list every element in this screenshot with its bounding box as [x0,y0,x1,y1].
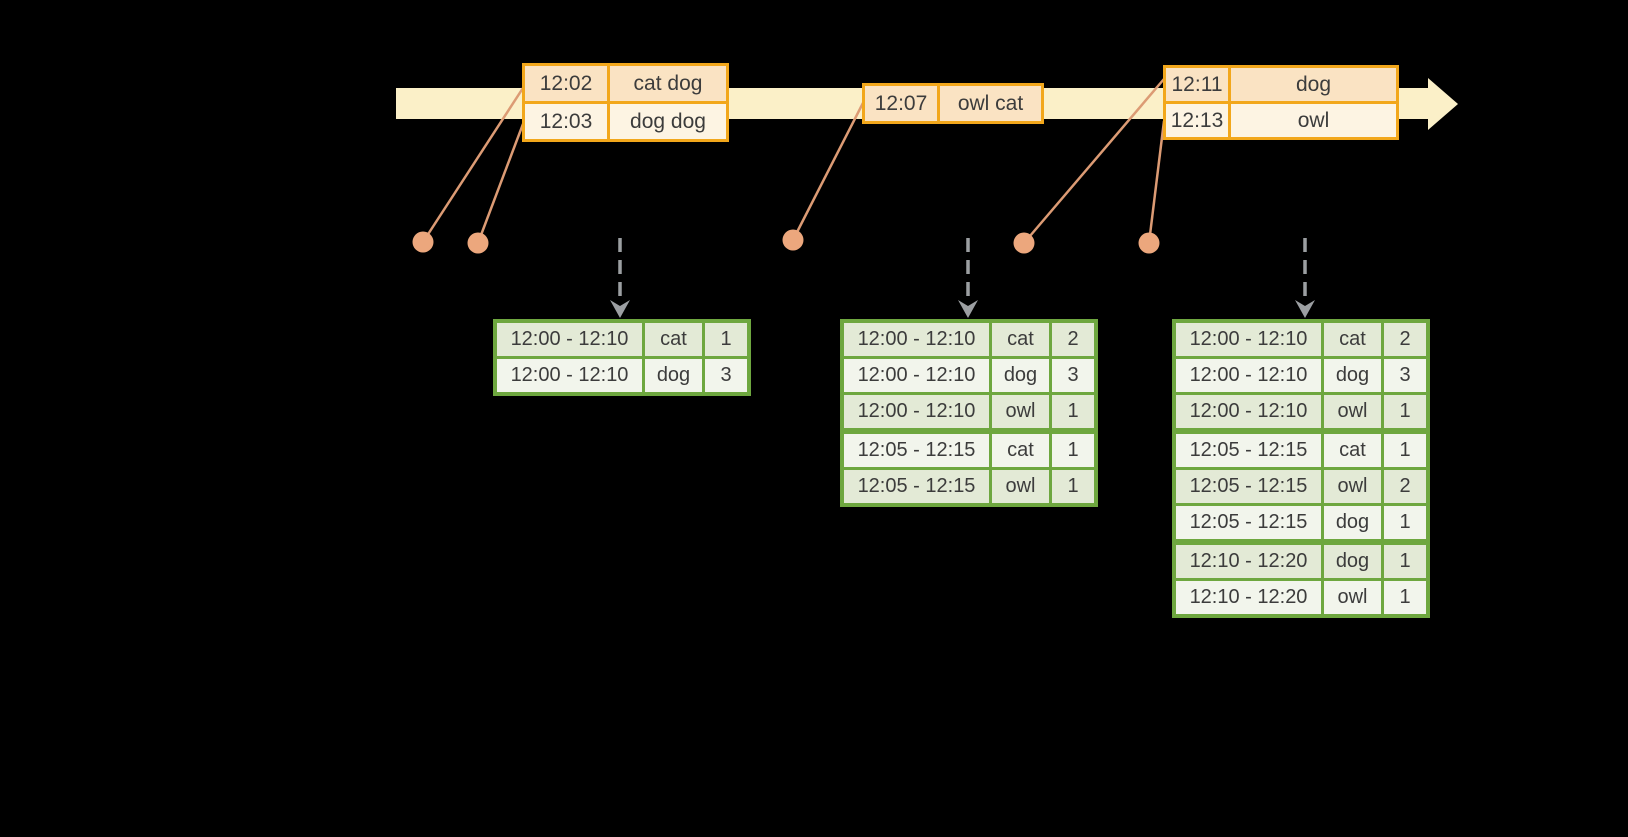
event-callout-line [1147,120,1166,244]
window-cell: 12:05 - 12:15 [1176,470,1324,503]
event-row: 12:03 dog dog [525,101,726,139]
window-cell: 12:05 - 12:15 [1176,434,1324,467]
window-cell: 12:05 - 12:15 [1176,506,1324,539]
count-cell: 1 [1067,439,1079,461]
event-time-cell: 12:03 [525,104,610,139]
count-cell: 1 [1399,511,1411,533]
event-words-cell: cat dog [633,72,703,95]
window-cell: 12:00 - 12:10 [844,323,992,356]
count-cell: 1 [1399,550,1411,572]
count-cell: 2 [1399,475,1411,497]
event-row: 12:13 owl [1166,101,1396,137]
word-cell: owl [1324,581,1384,614]
event-time-cell: 12:13 [1166,104,1231,137]
event-words-cell: owl cat [957,92,1024,115]
event-time-cell: 12:02 [525,66,610,101]
count-cell: 1 [1067,400,1079,422]
event-row: 12:02 cat dog [525,66,726,101]
event-words-cell: owl [1297,109,1330,132]
word-cell: cat [645,323,705,356]
event-row: 12:07 owl cat [865,86,1041,121]
event-words-cell: dog [1295,73,1332,96]
window-cell: 12:10 - 12:20 [1176,581,1324,614]
window-cell: 12:00 - 12:10 [1176,395,1324,428]
count-cell: 3 [1399,364,1411,386]
word-cell: dog [1324,506,1384,539]
count-cell: 1 [1399,586,1411,608]
word-cell: cat [1324,323,1384,356]
window-cell: 12:00 - 12:10 [1176,359,1324,392]
word-cell: dog [1324,359,1384,392]
event-time-cell: 12:07 [865,86,940,121]
count-cell: 3 [1067,364,1079,386]
window-cell: 12:10 - 12:20 [1176,545,1324,578]
window-cell: 12:00 - 12:10 [844,359,992,392]
event-callout-line [476,123,525,244]
event-dot-icon [1138,232,1160,254]
event-words-cell: dog dog [630,110,706,133]
window-cell: 12:00 - 12:10 [844,395,992,428]
word-cell: cat [1324,434,1384,467]
event-time-cell: 12:11 [1166,68,1231,101]
event-callout-line [791,100,866,241]
count-cell: 1 [720,328,732,350]
word-cell: cat [992,323,1052,356]
window-cell: 12:00 - 12:10 [497,323,645,356]
word-cell: cat [992,434,1052,467]
timeline-arrowhead-icon [1428,78,1458,130]
word-cell: dog [1324,545,1384,578]
event-table-12-02: 12:02 cat dog 12:03 dog dog [522,63,729,142]
count-cell: 2 [1067,328,1079,350]
event-dot-icon [412,231,434,253]
trigger-arrowhead-icon [610,300,630,318]
word-cell: owl [1324,470,1384,503]
word-cell: owl [992,470,1052,503]
window-cell: 12:05 - 12:15 [844,434,992,467]
window-cell: 12:00 - 12:10 [497,359,645,392]
word-cell: owl [1324,395,1384,428]
word-cell: owl [992,395,1052,428]
trigger-arrowhead-icon [1295,300,1315,318]
event-dot-icon [467,232,489,254]
window-cell: 12:05 - 12:15 [844,470,992,503]
count-cell: 3 [720,364,732,386]
count-cell: 1 [1067,475,1079,497]
word-cell: dog [992,359,1052,392]
word-cell: dog [645,359,705,392]
event-table-12-11: 12:11 dog 12:13 owl [1163,65,1399,140]
count-cell: 1 [1399,400,1411,422]
event-table-12-07: 12:07 owl cat [862,83,1044,124]
event-dot-icon [782,229,804,251]
count-cell: 1 [1399,439,1411,461]
event-row: 12:11 dog [1166,68,1396,101]
window-cell: 12:00 - 12:10 [1176,323,1324,356]
trigger-arrowhead-icon [958,300,978,318]
event-dot-icon [1013,232,1035,254]
count-cell: 2 [1399,328,1411,350]
